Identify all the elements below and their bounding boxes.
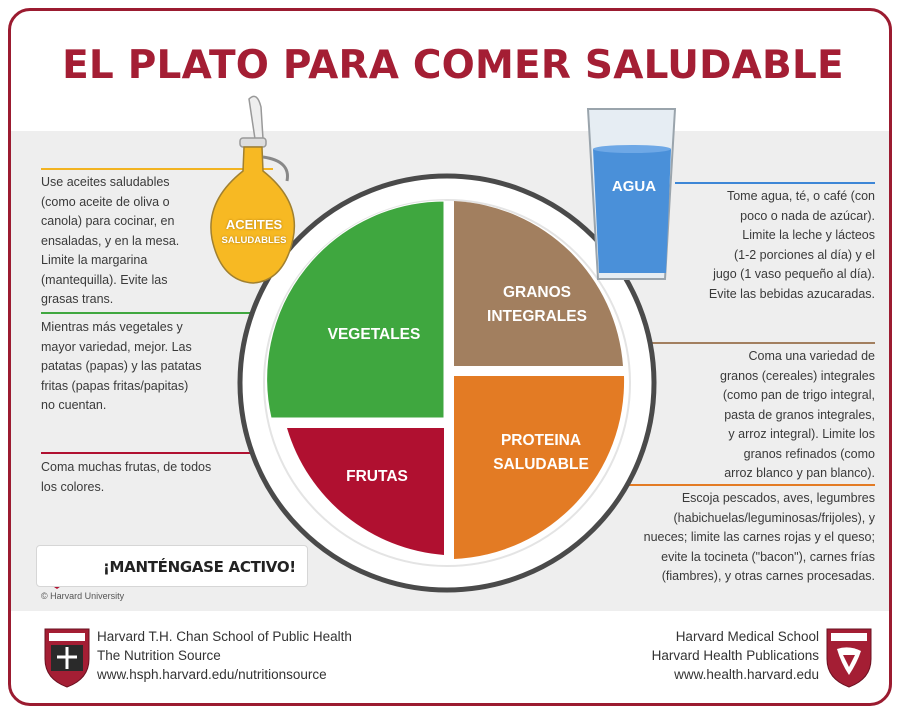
oil-label-line-2: SALUDABLES [221,235,287,246]
grains-label: GRANOS INTEGRALES [459,281,615,329]
hsph-link[interactable]: www.hsph.harvard.edu/nutritionsource [97,667,327,682]
plate-graphic [41,95,875,688]
fruits-description: Coma muchas frutas, de todos los colores… [41,460,212,494]
grains-label-line-2: INTEGRALES [487,308,587,325]
stay-active-label: ¡MANTÉNGASE ACTIVO! [103,558,296,576]
health-harvard-link[interactable]: www.health.harvard.edu [674,667,819,682]
infographic-frame: EL PLATO PARA COMER SALUDABLE [8,8,892,706]
protein-label-line-2: SALUDABLE [493,456,589,473]
protein-label: PROTEINA SALUDABLE [461,429,621,477]
stay-active-banner: ¡MANTÉNGASE ACTIVO! [36,545,308,587]
page-title: EL PLATO PARA COMER SALUDABLE [62,43,844,88]
protein-description: Escoja pescados, aves, legumbres (habich… [643,491,875,583]
water-label: AGUA [611,178,657,195]
vegetables-description: Mientras más vegetales y mayor variedad,… [41,320,202,412]
vegetables-section [266,200,445,419]
grains-label-line-1: GRANOS [502,284,572,301]
footer-right: Harvard Medical School Harvard Health Pu… [571,627,819,684]
oil-description: Use aceites saludables (como aceite de o… [41,175,180,306]
grains-description: Coma una variedad de granos (cereales) i… [720,349,875,480]
harvard-medical-shield-icon [826,628,872,688]
oil-bottle-icon [210,95,296,284]
copyright: © Harvard University [41,591,125,601]
fruits-section [287,428,444,555]
harvard-chan-shield-icon [44,628,90,688]
water-description: Tome agua, té, o café (con poco o nada d… [708,189,875,301]
fruits-label: FRUTAS [346,468,408,485]
footer-left: Harvard T.H. Chan School of Public Healt… [97,627,417,684]
grains-section [454,201,623,366]
oil-label-line-1: ACEITES [225,217,283,232]
vegetables-label: VEGETALES [327,326,421,343]
water-glass-icon [586,108,677,280]
protein-label-line-1: PROTEINA [500,432,582,449]
protein-section [454,376,625,559]
oil-label: ACEITES SALUDABLES [211,217,297,249]
